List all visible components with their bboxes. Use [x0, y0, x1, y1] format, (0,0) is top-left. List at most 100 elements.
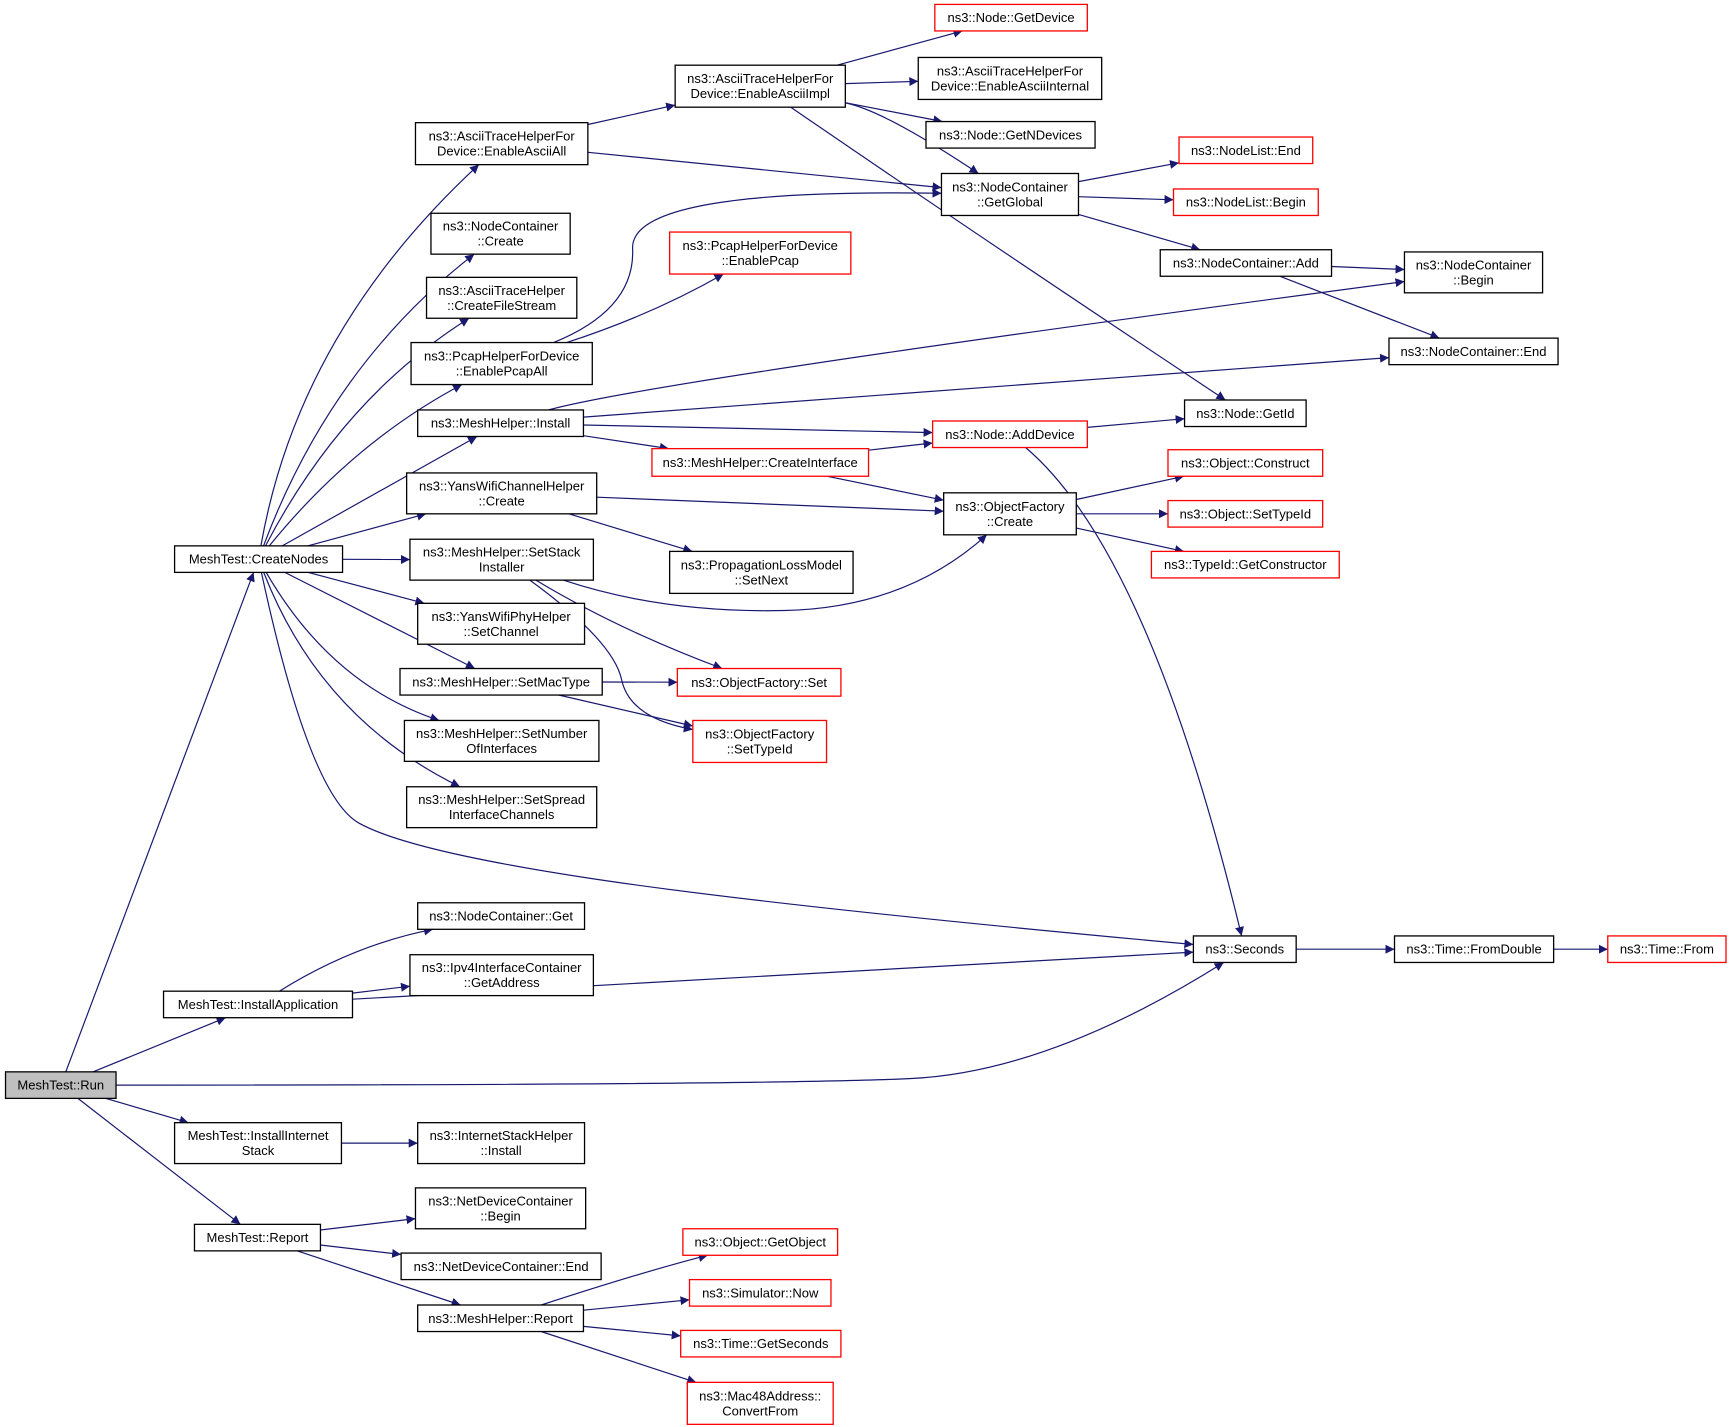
edge-line: [268, 383, 463, 547]
function-node-create-nodes[interactable]: MeshTest::CreateNodes: [173, 545, 344, 574]
function-node-ascii-all[interactable]: ns3::AsciiTraceHelperForDevice::EnableAs…: [414, 122, 589, 166]
edge-line: [1078, 195, 1174, 205]
function-node-node-get-device[interactable]: ns3::Node::GetDevice: [934, 3, 1088, 32]
function-node-node-get-n[interactable]: ns3::Node::GetNDevices: [925, 120, 1096, 149]
node-label-line: ns3::NodeList::Begin: [1186, 195, 1306, 210]
edge-line: [308, 571, 425, 606]
function-node-install-app[interactable]: MeshTest::InstallApplication: [162, 990, 354, 1019]
function-node-of-set[interactable]: ns3::ObjectFactory::Set: [676, 667, 842, 697]
node-box: [1167, 449, 1324, 477]
node-label-line: ::SetChannel: [464, 624, 539, 639]
node-box: [4, 1071, 117, 1100]
call-edge-yansChCreate-to-propSetNext: [568, 513, 693, 554]
node-label-line: ns3::PcapHelperForDevice: [683, 238, 838, 253]
call-edge-meshReport-to-simNow: [583, 1296, 690, 1311]
function-node-node-add-device[interactable]: ns3::Node::AddDevice: [931, 420, 1088, 449]
function-node-ipv4-get-addr[interactable]: ns3::Ipv4InterfaceContainer::GetAddress: [409, 954, 595, 997]
function-node-time-from[interactable]: ns3::Time::From: [1607, 935, 1727, 964]
function-node-ascii-internal[interactable]: ns3::AsciiTraceHelperForDevice::EnableAs…: [917, 56, 1103, 101]
node-box: [1403, 251, 1544, 294]
edge-line: [558, 694, 693, 729]
node-label-line: ns3::Mac48Address::: [699, 1388, 821, 1403]
function-node-nc-get-global[interactable]: ns3::NodeContainer::GetGlobal: [940, 172, 1080, 217]
node-box: [417, 902, 586, 930]
edge-line: [263, 572, 461, 788]
edge-line: [583, 424, 933, 437]
node-label-line: Device::EnableAsciiImpl: [691, 86, 831, 101]
edge-line: [105, 1097, 189, 1125]
node-label-line: ConvertFrom: [722, 1403, 798, 1418]
function-node-of-create[interactable]: ns3::ObjectFactory::Create: [943, 492, 1077, 536]
function-node-mac-convert[interactable]: ns3::Mac48Address::ConvertFrom: [686, 1381, 834, 1425]
edge-line: [320, 1244, 402, 1258]
edge-line: [583, 435, 669, 452]
edge-line: [92, 1016, 226, 1073]
node-box: [1192, 935, 1297, 964]
function-node-nc-end[interactable]: ns3::NodeContainer::End: [1388, 337, 1559, 366]
function-node-nc-create[interactable]: ns3::NodeContainer::Create: [430, 212, 571, 255]
function-node-mesh-install[interactable]: ns3::MeshHelper::Install: [417, 409, 585, 438]
edge-line: [65, 572, 255, 1073]
function-node-run[interactable]: MeshTest::Run: [4, 1071, 117, 1100]
function-node-set-spread[interactable]: ns3::MeshHelper::SetSpreadInterfaceChann…: [405, 786, 598, 829]
node-box: [1167, 499, 1324, 528]
edge-line: [1078, 213, 1201, 252]
function-node-pcap-dev[interactable]: ns3::PcapHelperForDevice::EnablePcap: [668, 231, 852, 275]
node-label-line: ns3::Seconds: [1205, 942, 1284, 957]
function-node-report[interactable]: MeshTest::Report: [193, 1223, 322, 1252]
edge-line: [566, 273, 724, 344]
function-node-type-id-get-ctor[interactable]: ns3::TypeId::GetConstructor: [1150, 550, 1340, 579]
node-box: [409, 538, 595, 581]
call-edge-createNodes-to-meshInstall: [281, 435, 478, 547]
edge-line: [352, 982, 411, 994]
function-node-seconds[interactable]: ns3::Seconds: [1192, 935, 1297, 964]
edge-line: [535, 579, 723, 670]
function-node-nl-end[interactable]: ns3::NodeList::End: [1178, 136, 1314, 165]
function-node-nc-add[interactable]: ns3::NodeContainer::Add: [1159, 249, 1333, 277]
function-node-ndc-end[interactable]: ns3::NetDeviceContainer::End: [400, 1252, 602, 1281]
function-node-sim-now[interactable]: ns3::Simulator::Now: [688, 1278, 832, 1307]
function-node-yans-ch-create[interactable]: ns3::YansWifiChannelHelper::Create: [405, 472, 598, 515]
edge-line: [583, 353, 1390, 418]
function-node-obj-get-object[interactable]: ns3::Object::GetObject: [682, 1228, 839, 1256]
edge-line: [264, 317, 470, 547]
call-edge-asciiImpl-to-asciiInternal: [845, 77, 919, 87]
function-node-prop-set-next[interactable]: ns3::PropagationLossModel::SetNext: [668, 550, 854, 595]
function-node-of-set-type-id[interactable]: ns3::ObjectFactory::SetTypeId: [692, 719, 828, 764]
node-label-line: ns3::ObjectFactory::Set: [691, 675, 827, 690]
call-edge-report-to-meshReport: [297, 1250, 461, 1307]
call-edge-setStack-to-ofSet: [535, 579, 723, 670]
call-edge-meshReport-to-objGetObject: [541, 1253, 708, 1306]
call-edge-meshInstall-to-createIf: [583, 435, 669, 452]
function-node-node-get-id[interactable]: ns3::Node::GetId: [1183, 399, 1307, 428]
node-label-line: ns3::MeshHelper::CreateInterface: [663, 455, 858, 470]
function-node-mesh-report[interactable]: ns3::MeshHelper::Report: [417, 1304, 585, 1333]
function-node-ndc-begin[interactable]: ns3::NetDeviceContainer::Begin: [414, 1187, 587, 1230]
function-node-nl-begin[interactable]: ns3::NodeList::Begin: [1172, 188, 1319, 217]
function-node-create-if[interactable]: ns3::MeshHelper::CreateInterface: [651, 447, 870, 477]
function-node-set-mac-type[interactable]: ns3::MeshHelper::SetMacType: [399, 667, 603, 696]
function-node-ish-install[interactable]: ns3::InternetStackHelper::Install: [417, 1122, 586, 1165]
call-edge-run-to-installApp: [92, 1016, 226, 1073]
function-node-create-file-stream[interactable]: ns3::AsciiTraceHelper::CreateFileStream: [425, 276, 578, 319]
function-node-set-channel[interactable]: ns3::YansWifiPhyHelper::SetChannel: [417, 602, 586, 645]
function-node-time-from-double[interactable]: ns3::Time::FromDouble: [1393, 935, 1555, 964]
node-box: [1388, 337, 1559, 366]
function-node-ascii-impl[interactable]: ns3::AsciiTraceHelperForDevice::EnableAs…: [674, 64, 846, 108]
function-node-time-get-seconds[interactable]: ns3::Time::GetSeconds: [680, 1329, 842, 1358]
function-node-obj-construct[interactable]: ns3::Object::Construct: [1167, 449, 1324, 477]
function-node-nc-get[interactable]: ns3::NodeContainer::Get: [417, 902, 586, 930]
node-box: [400, 1252, 602, 1281]
node-box: [1172, 188, 1319, 217]
node-label-line: ns3::AsciiTraceHelper: [438, 283, 565, 298]
edge-line: [307, 511, 427, 547]
node-label-line: ns3::PropagationLossModel: [681, 557, 842, 572]
function-node-nc-begin[interactable]: ns3::NodeContainer::Begin: [1403, 251, 1544, 294]
node-box: [162, 990, 354, 1019]
function-node-obj-set-type-id[interactable]: ns3::Object::SetTypeId: [1167, 499, 1324, 528]
function-node-pcap-all[interactable]: ns3::PcapHelperForDevice::EnablePcapAll: [410, 341, 593, 386]
node-box: [405, 472, 598, 515]
